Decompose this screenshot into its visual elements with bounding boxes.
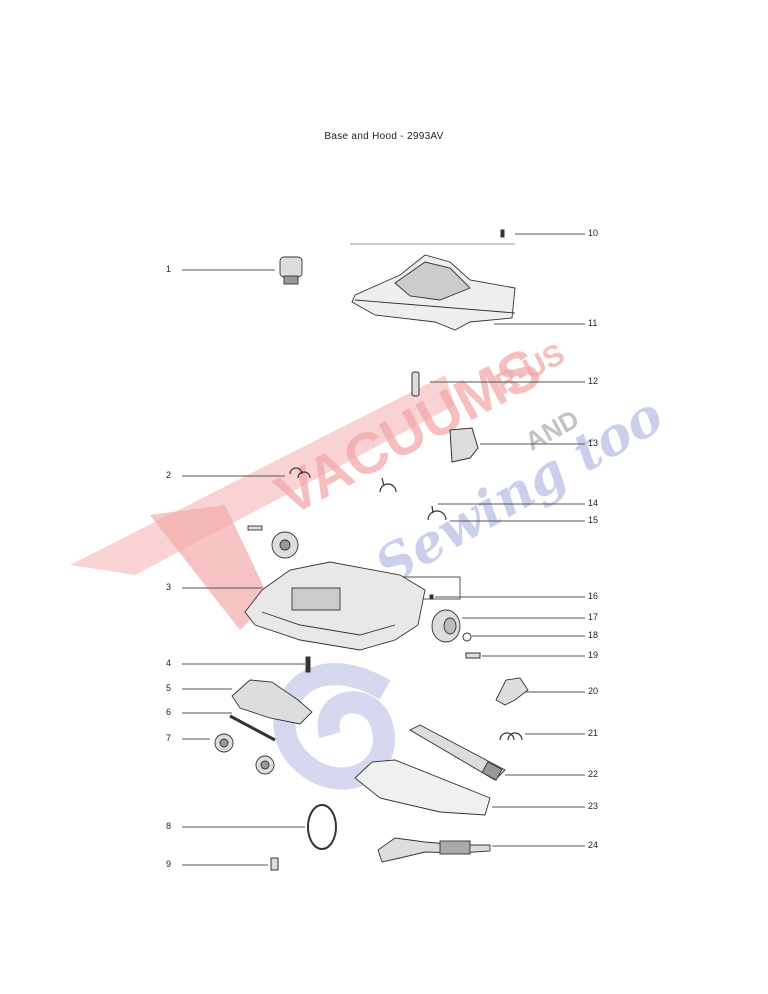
- part-11-hood: [351, 254, 516, 331]
- callout-8: 8: [166, 821, 172, 831]
- part-18-washer: [462, 632, 472, 642]
- watermark-v-shape: [150, 505, 270, 630]
- callout-12: 12: [588, 376, 599, 386]
- callout-13: 13: [588, 438, 599, 448]
- part-3-base: [244, 561, 426, 651]
- callout-17: 17: [588, 612, 599, 622]
- callout-6: 6: [166, 707, 172, 717]
- part-16-screw: [429, 594, 434, 600]
- part-24-hose: [377, 837, 491, 863]
- callout-2: 2: [166, 470, 172, 480]
- callout-21: 21: [588, 728, 599, 738]
- callout-16: 16: [588, 591, 599, 601]
- part-14-15-clips: [379, 477, 447, 521]
- callout-9: 9: [166, 859, 172, 869]
- diagram-title: Base and Hood - 2993AV: [324, 131, 444, 142]
- callout-15: 15: [588, 515, 599, 525]
- part-23-bottom-plate: [354, 759, 491, 816]
- callout-22: 22: [588, 769, 599, 779]
- callout-4: 4: [166, 658, 172, 668]
- part-21-clips: [499, 732, 523, 741]
- callout-24: 24: [588, 840, 599, 850]
- part-10-screw: [500, 229, 505, 238]
- part-13-bracket: [449, 427, 479, 463]
- callout-23: 23: [588, 801, 599, 811]
- motor-fan: [247, 525, 299, 559]
- callout-19: 19: [588, 650, 599, 660]
- part-7-wheels: [214, 733, 275, 775]
- part-1-knob: [279, 256, 303, 285]
- callout-20: 20: [588, 686, 599, 696]
- part-2-clip: [289, 467, 311, 479]
- callout-5: 5: [166, 683, 172, 693]
- part-4-spring: [305, 656, 311, 673]
- part-8-belt: [307, 804, 337, 850]
- part-9-clip: [270, 857, 279, 871]
- callout-11: 11: [588, 318, 598, 328]
- callout-14: 14: [588, 498, 599, 508]
- part-5-plate: [231, 679, 313, 725]
- callout-3: 3: [166, 582, 172, 592]
- callout-1: 1: [166, 264, 172, 274]
- part-22-brushroll: [409, 724, 506, 781]
- callout-7: 7: [166, 733, 172, 743]
- callout-18: 18: [588, 630, 599, 640]
- watermark-swirl: [273, 663, 395, 790]
- part-6-axle: [229, 714, 276, 742]
- part-12-tube: [411, 371, 420, 397]
- part-20-pedal: [495, 677, 529, 706]
- callout-10: 10: [588, 228, 599, 238]
- part-19-bolt: [465, 652, 481, 659]
- part-17-wheel: [431, 609, 461, 643]
